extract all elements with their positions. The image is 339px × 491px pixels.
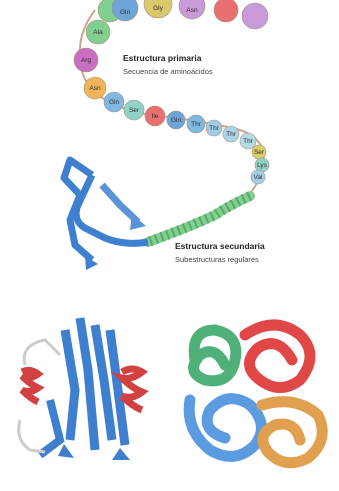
- subunit-red: [245, 325, 310, 388]
- amino-acid-bead: Asn: [179, 0, 205, 19]
- bead-label: Thr: [191, 121, 202, 128]
- secondary-structure-subtitle: Subestructuras regulares: [175, 253, 265, 266]
- bead-label: Thr: [209, 125, 220, 132]
- amino-acid-bead: Gln: [167, 111, 185, 129]
- amino-acid-bead: Gln: [104, 92, 124, 112]
- bead-label: Ala: [93, 29, 103, 36]
- bead-label: Ile: [152, 113, 159, 120]
- quaternary-structure: [189, 325, 322, 463]
- bead-label: Asn: [186, 7, 198, 14]
- primary-structure-title: Estructura primaria: [123, 52, 213, 65]
- tertiary-structure: [19, 318, 142, 460]
- subunit-blue: [189, 399, 261, 457]
- amino-acid-beads: AlaArgAsnGlnSerIleGlnThrThrThrThrSerLysV…: [74, 20, 269, 184]
- amino-acid-bead: Ser: [252, 145, 266, 159]
- amino-acid-bead: Thr: [240, 133, 256, 149]
- amino-acid-bead: [214, 0, 238, 22]
- bead-label: Thr: [226, 131, 237, 138]
- secondary-structure-caption: Estructura secundaria Subestructuras reg…: [175, 240, 265, 266]
- bead-label: Val: [254, 174, 263, 181]
- secondary-structure-title: Estructura secundaria: [175, 240, 265, 253]
- amino-acid-bead: Thr: [206, 120, 222, 136]
- amino-acid-bead: Ala: [86, 20, 110, 44]
- alpha-helix-secondary: [148, 196, 250, 242]
- beta-sheet-secondary: [64, 160, 148, 270]
- bead-label: Gln: [120, 9, 131, 16]
- amino-acid-bead: Arg: [74, 48, 98, 72]
- amino-acid-bead: Val: [251, 170, 265, 184]
- bead-label: Lys: [257, 162, 268, 169]
- amino-acid-bead: Gly: [144, 0, 172, 18]
- tertiary-alpha-helix-right: [122, 369, 142, 410]
- amino-acid-bead: Asn: [84, 77, 106, 99]
- bead-label: Asn: [89, 85, 101, 92]
- bead-label: Ser: [254, 149, 265, 156]
- bead-label: Gln: [109, 99, 120, 106]
- primary-structure-subtitle: Secuencia de aminoácidos: [123, 65, 213, 78]
- amino-acid-bead: Ser: [124, 100, 144, 120]
- bead-label: Gly: [153, 5, 164, 12]
- amino-acid-bead: Thr: [223, 126, 239, 142]
- top-amino-acid-beads: Gln Gly Asn: [98, 0, 268, 29]
- amino-acid-bead: Thr: [187, 115, 205, 133]
- bead-label: Ser: [129, 107, 140, 114]
- amino-acid-bead: [242, 3, 268, 29]
- primary-structure-caption: Estructura primaria Secuencia de aminoác…: [123, 52, 213, 78]
- tertiary-alpha-helix-left: [22, 370, 38, 402]
- subunit-green: [194, 330, 236, 381]
- bead-label: Arg: [81, 57, 92, 64]
- tertiary-beta-strands: [40, 318, 130, 460]
- bead-label: Thr: [243, 138, 254, 145]
- subunit-orange: [262, 402, 322, 463]
- amino-acid-bead: Ile: [145, 106, 165, 126]
- bead-label: Gln: [171, 117, 182, 124]
